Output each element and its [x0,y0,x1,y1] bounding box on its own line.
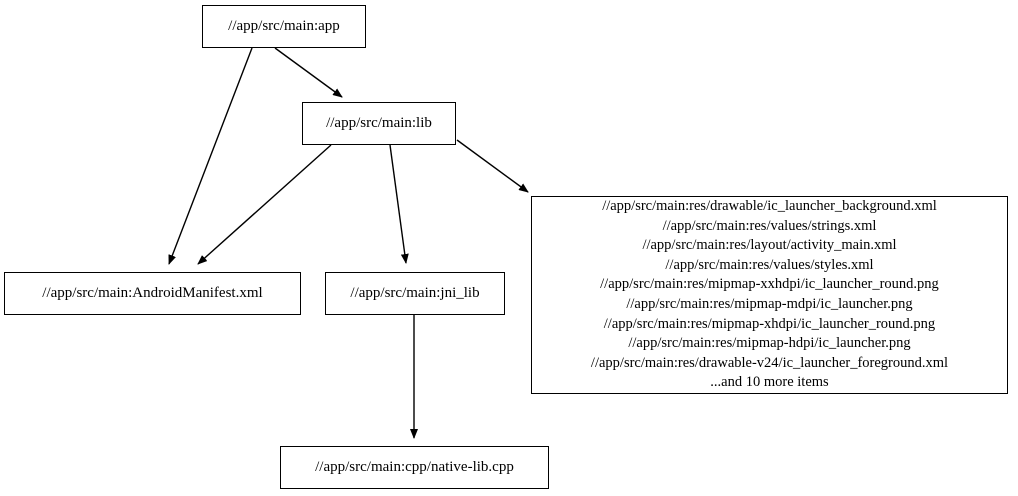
node-native-lib-cpp-label: //app/src/main:cpp/native-lib.cpp [315,458,514,475]
node-androidmanifest-label: //app/src/main:AndroidManifest.xml [42,284,263,301]
node-lib-label: //app/src/main:lib [326,114,432,131]
node-jni-lib[interactable]: //app/src/main:jni_lib [325,272,505,315]
node-native-lib-cpp[interactable]: //app/src/main:cpp/native-lib.cpp [280,446,549,489]
edge-app-to-lib [274,47,343,98]
node-res-group-label: //app/src/main:res/drawable/ic_launcher_… [590,198,949,391]
edge-lib-to-androidmanifest [197,144,332,265]
node-app[interactable]: //app/src/main:app [202,5,366,48]
edge-app-to-androidmanifest [168,47,253,265]
edge-lib-to-jni-lib [389,144,409,264]
node-androidmanifest[interactable]: //app/src/main:AndroidManifest.xml [4,272,301,315]
node-lib[interactable]: //app/src/main:lib [302,102,456,145]
node-app-label: //app/src/main:app [228,17,340,34]
node-jni-lib-label: //app/src/main:jni_lib [350,284,480,301]
node-res-group[interactable]: //app/src/main:res/drawable/ic_launcher_… [531,196,1008,394]
edge-lib-to-res-group [456,139,529,193]
